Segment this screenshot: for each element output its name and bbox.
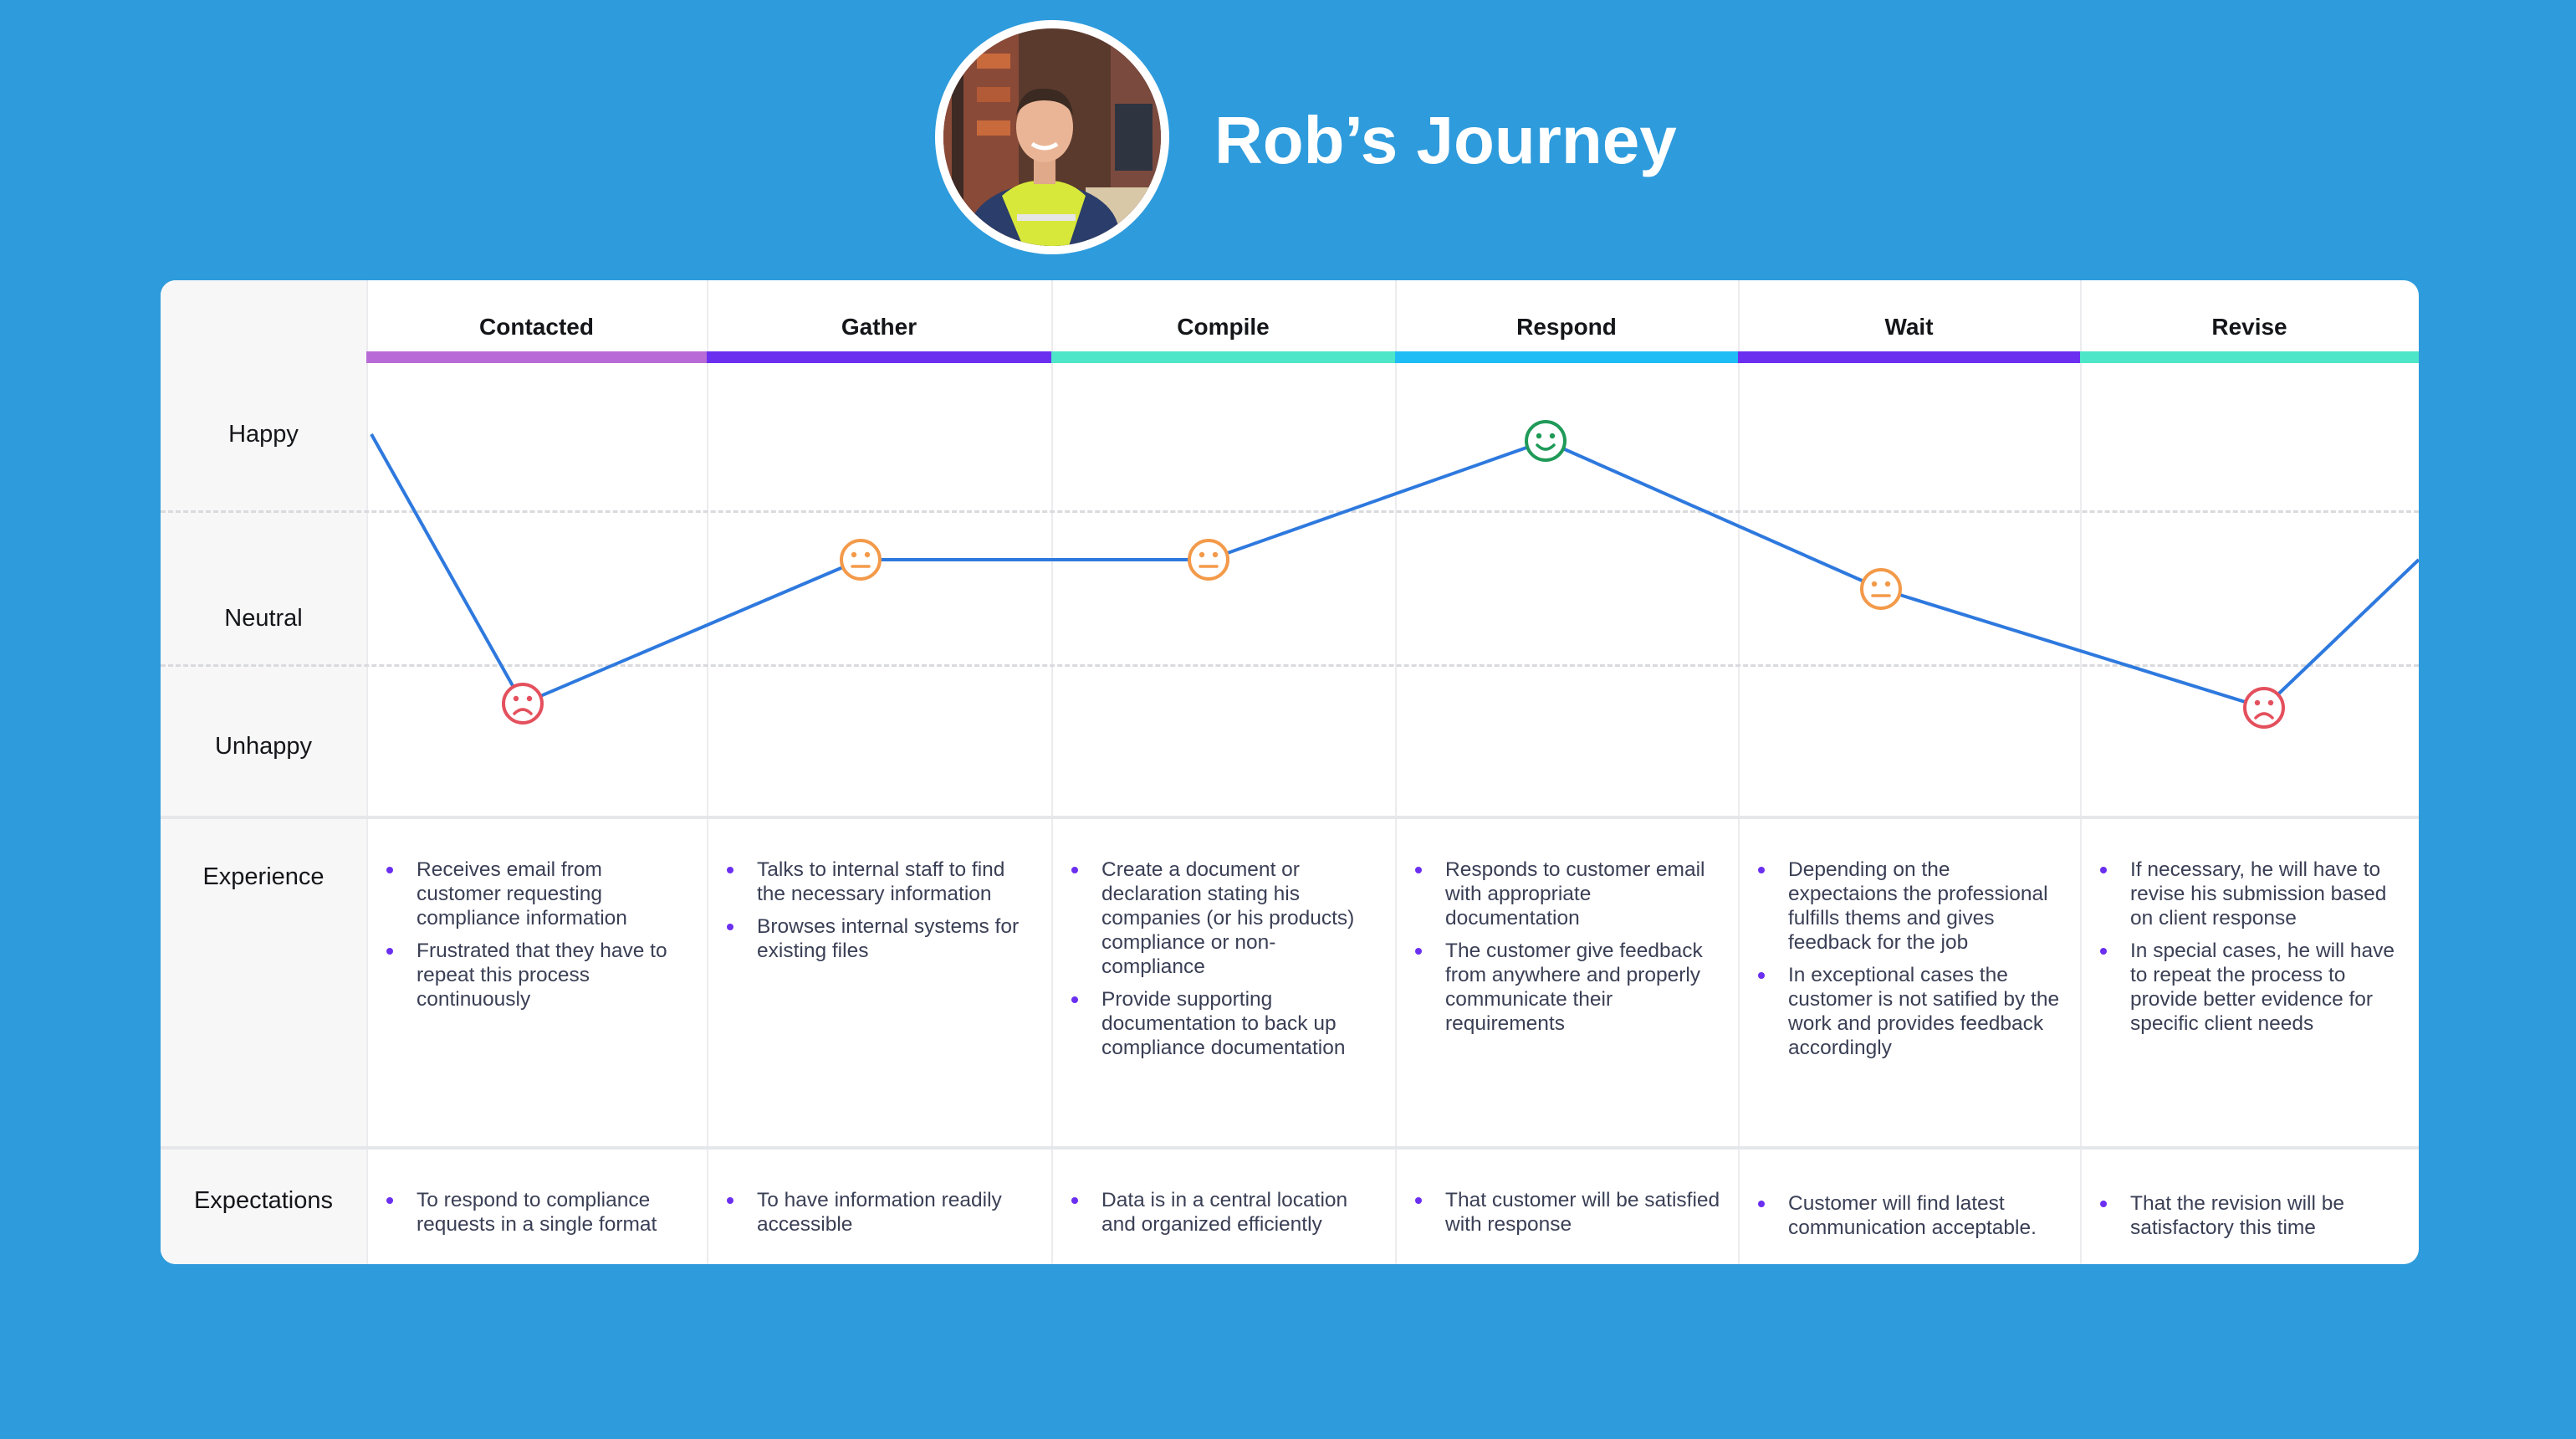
list-item: To have information readily accessible: [727, 1188, 1035, 1237]
column-divider: [1395, 280, 1397, 1264]
column-divider: [1051, 280, 1053, 1264]
column-divider: [2080, 280, 2082, 1264]
expectations-cell-gather: To have information readily accessible: [707, 1188, 1051, 1245]
unhappy-face-icon: [502, 683, 544, 725]
stage-header-compile: Compile: [1177, 314, 1270, 340]
stage-bar-respond: [1395, 351, 1738, 363]
journey-map: Happy Neutral Unhappy Experience Expecta…: [161, 280, 2419, 1264]
row-divider: [161, 816, 2419, 819]
list-item: Data is in a central location and organi…: [1071, 1188, 1378, 1237]
neutral-face-icon: [1188, 539, 1229, 581]
list-item: Responds to customer email with appropri…: [1415, 858, 1721, 930]
stage-bar-wait: [1738, 351, 2080, 363]
column-divider: [707, 280, 708, 1264]
experience-cell-contacted: Receives email from customer requesting …: [366, 858, 707, 1020]
list-item: Talks to internal staff to find the nece…: [727, 858, 1035, 906]
stage-header-gather: Gather: [841, 314, 917, 340]
list-item: If necessary, he will have to revise his…: [2100, 858, 2402, 930]
avatar: [935, 20, 1169, 254]
neutral-face-icon: [840, 539, 882, 581]
row-label-unhappy: Unhappy: [214, 733, 313, 760]
list-item: Customer will find latest communication …: [1758, 1191, 2063, 1240]
stage-header-revise: Revise: [2211, 314, 2287, 340]
stage-bar-revise: [2080, 351, 2419, 363]
expectations-cell-respond: That customer will be satisfied with res…: [1395, 1188, 1738, 1245]
list-item: In special cases, he will have to repeat…: [2100, 939, 2402, 1036]
happy-neutral-divider: [161, 510, 2419, 513]
column-divider: [1738, 280, 1740, 1264]
expectations-cell-revise: That the revision will be satisfactory t…: [2080, 1191, 2419, 1248]
stage-bar-gather: [707, 351, 1051, 363]
experience-cell-gather: Talks to internal staff to find the nece…: [707, 858, 1051, 971]
list-item: Create a document or declaration stating…: [1071, 858, 1378, 979]
list-item: Receives email from customer requesting …: [386, 858, 690, 930]
experience-cell-compile: Create a document or declaration stating…: [1051, 858, 1395, 1068]
neutral-face-icon: [1860, 568, 1902, 610]
person-photo-icon: [943, 28, 1161, 246]
stage-bar-contacted: [366, 351, 707, 363]
experience-cell-wait: Depending on the expectaions the profess…: [1738, 858, 2080, 1068]
list-item: Depending on the expectaions the profess…: [1758, 858, 2063, 955]
row-label-experience: Experience: [202, 863, 325, 890]
row-label-neutral: Neutral: [224, 605, 303, 632]
neutral-unhappy-divider: [161, 664, 2419, 667]
row-divider: [161, 1146, 2419, 1150]
list-item: Frustrated that they have to repeat this…: [386, 939, 690, 1011]
list-item: In exceptional cases the customer is not…: [1758, 963, 2063, 1060]
stage-header-contacted: Contacted: [479, 314, 594, 340]
expectations-cell-compile: Data is in a central location and organi…: [1051, 1188, 1395, 1245]
list-item: That the revision will be satisfactory t…: [2100, 1191, 2402, 1240]
experience-cell-revise: If necessary, he will have to revise his…: [2080, 858, 2419, 1044]
list-item: Provide supporting documentation to back…: [1071, 987, 1378, 1060]
list-item: To respond to compliance requests in a s…: [386, 1188, 690, 1237]
unhappy-face-icon: [2243, 687, 2285, 729]
list-item: The customer give feedback from anywhere…: [1415, 939, 1721, 1036]
stage-header-wait: Wait: [1884, 314, 1934, 340]
expectations-cell-wait: Customer will find latest communication …: [1738, 1191, 2080, 1248]
list-item: That customer will be satisfied with res…: [1415, 1188, 1721, 1237]
column-divider: [366, 280, 368, 1264]
expectations-cell-contacted: To respond to compliance requests in a s…: [366, 1188, 707, 1245]
happy-face-icon: [1525, 420, 1567, 462]
row-label-happy: Happy: [228, 421, 299, 448]
stage-header-respond: Respond: [1516, 314, 1617, 340]
row-label-expectations: Expectations: [193, 1187, 334, 1214]
experience-cell-respond: Responds to customer email with appropri…: [1395, 858, 1738, 1044]
page-title: Rob’s Journey: [1214, 103, 1677, 177]
stage-bar-compile: [1051, 351, 1395, 363]
list-item: Browses internal systems for existing fi…: [727, 914, 1035, 963]
